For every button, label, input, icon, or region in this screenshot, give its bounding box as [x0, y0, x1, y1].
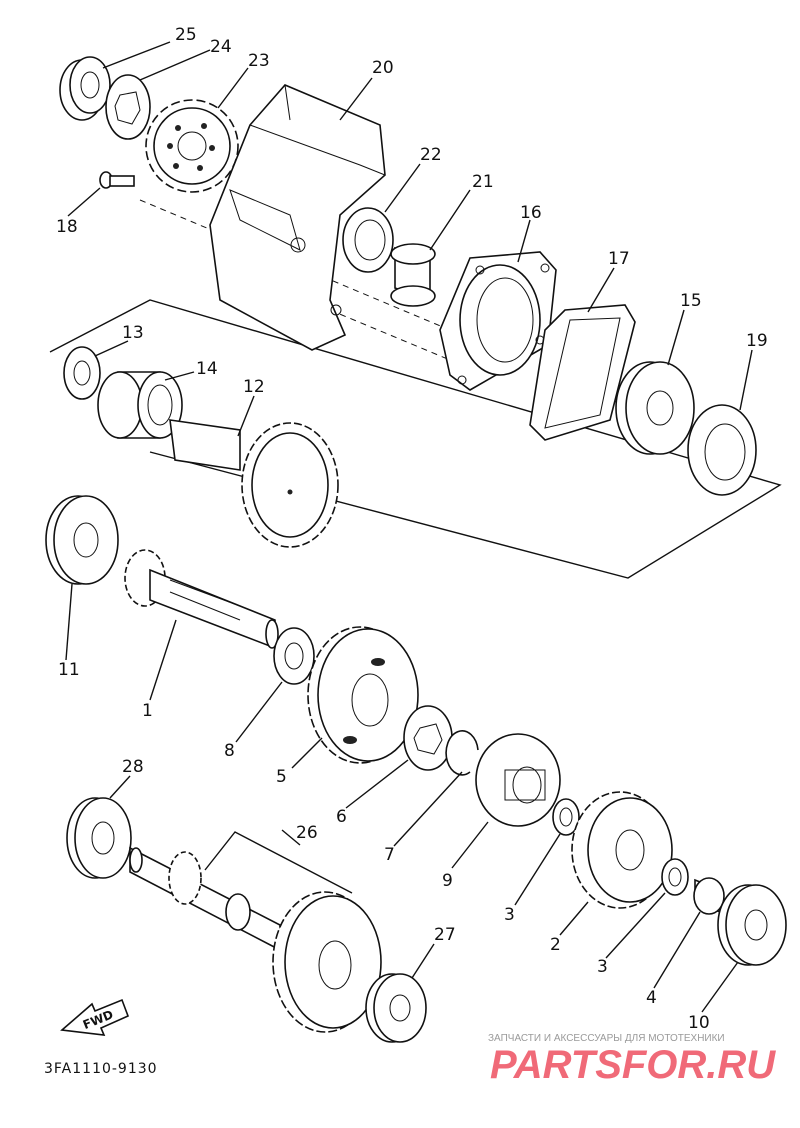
leader-lines — [65, 41, 753, 1013]
part-21-collar — [390, 243, 436, 307]
part-7-circlip — [445, 730, 479, 776]
part-3a-washer — [552, 798, 580, 836]
fwd-arrow: FWD — [60, 998, 130, 1036]
part-9-dog — [475, 733, 561, 827]
group-outline — [49, 299, 782, 579]
part-22-oil-seal — [342, 207, 394, 273]
label-3a: 3 — [504, 905, 515, 925]
label-17: 17 — [608, 249, 630, 269]
label-28: 28 — [122, 757, 144, 777]
part-8-washer — [273, 627, 315, 685]
label-22: 22 — [420, 145, 442, 165]
part-3b-washer — [661, 858, 689, 896]
label-4: 4 — [646, 988, 657, 1008]
label-2: 2 — [550, 935, 561, 955]
label-13: 13 — [122, 323, 144, 343]
axis-line-case — [329, 309, 451, 361]
label-21: 21 — [472, 172, 494, 192]
part-10-bearing — [717, 884, 787, 966]
part-27-bearing — [365, 973, 427, 1043]
label-26: 26 — [296, 823, 318, 843]
part-17-gasket — [529, 304, 636, 441]
part-25-nut — [59, 56, 111, 121]
diagram-code: 3FA1110-9130 — [44, 1061, 158, 1077]
label-6: 6 — [336, 807, 347, 827]
label-12: 12 — [243, 377, 265, 397]
part-15-bearing — [615, 361, 695, 455]
part-16-housing — [439, 251, 557, 391]
label-15: 15 — [680, 291, 702, 311]
part-12-gear-shaft — [169, 419, 339, 548]
label-3b: 3 — [597, 957, 608, 977]
part-4-bushing — [693, 877, 725, 915]
part-28-bearing — [66, 797, 132, 879]
label-27: 27 — [434, 925, 456, 945]
part-11-bearing — [45, 495, 119, 585]
part-5-gear — [307, 626, 419, 764]
watermark-brand: PARTSFOR.RU — [490, 1043, 776, 1087]
label-10: 10 — [688, 1013, 710, 1033]
part-13-washer — [63, 346, 101, 400]
label-9: 9 — [442, 871, 453, 891]
part-24-lock-washer — [105, 74, 151, 140]
label-11: 11 — [58, 660, 80, 680]
part-19-seal — [687, 404, 757, 496]
label-19: 19 — [746, 331, 768, 351]
part-26-countershaft — [129, 846, 382, 1033]
part-20-case — [209, 84, 386, 351]
label-16: 16 — [520, 203, 542, 223]
part-labels: 25 24 23 20 22 21 16 18 17 15 13 19 14 1… — [56, 25, 768, 1033]
label-1: 1 — [142, 701, 153, 721]
watermark-tagline: ЗАПЧАСТИ И АКСЕССУАРЫ ДЛЯ МОТОТЕХНИКИ — [488, 1033, 725, 1044]
part-14-needle-bearing — [97, 371, 183, 439]
label-24: 24 — [210, 37, 232, 57]
label-8: 8 — [224, 741, 235, 761]
part-1-main-shaft — [124, 549, 279, 650]
part-2-gear — [571, 791, 673, 909]
label-18: 18 — [56, 217, 78, 237]
label-14: 14 — [196, 359, 218, 379]
label-23: 23 — [248, 51, 270, 71]
part-23-sprocket — [145, 99, 239, 193]
part-18-bolt — [99, 171, 135, 189]
label-20: 20 — [372, 58, 394, 78]
label-25: 25 — [175, 25, 197, 45]
part-6-splined-washer — [403, 705, 453, 771]
label-5: 5 — [276, 767, 287, 787]
label-7: 7 — [384, 845, 395, 865]
